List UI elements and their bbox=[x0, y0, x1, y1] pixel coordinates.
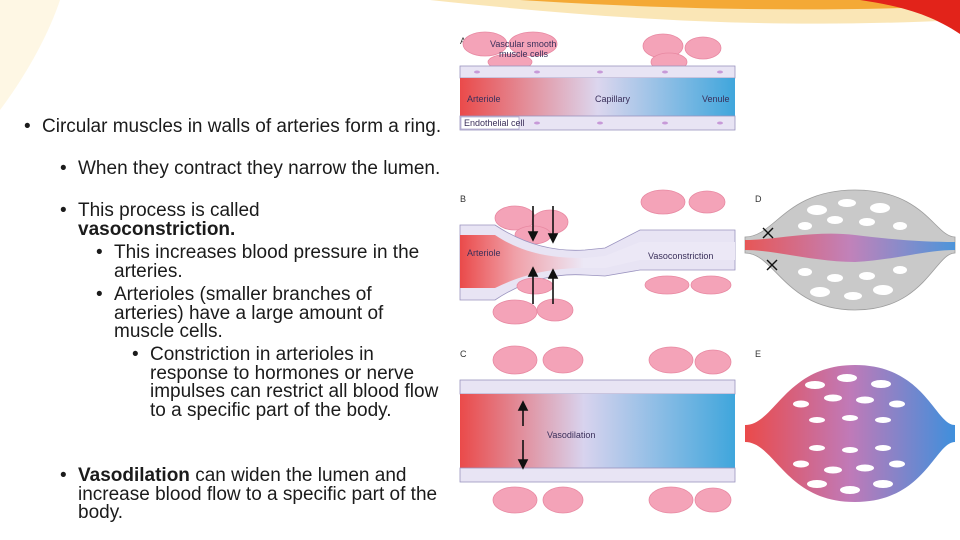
bullet-5: •Arterioles (smaller branches of arterie… bbox=[96, 284, 384, 342]
bullet-1: •Circular muscles in walls of arteries f… bbox=[24, 116, 442, 137]
bullet-3: •This process is called vasoconstriction… bbox=[60, 200, 260, 240]
panel-d-letter: D bbox=[755, 194, 762, 204]
venule-label: Venule bbox=[702, 94, 730, 104]
muscle-cells-top-c bbox=[492, 345, 732, 375]
muscle-cells-bottom-c bbox=[492, 486, 732, 514]
bullet-list: •Circular muscles in walls of arteries f… bbox=[0, 0, 455, 540]
arteriole-label: Arteriole bbox=[467, 94, 501, 104]
panel-e: E bbox=[745, 349, 955, 502]
panel-b-letter: B bbox=[460, 194, 466, 204]
vasoconstriction-label: Vasoconstriction bbox=[648, 251, 713, 261]
capillary-label: Capillary bbox=[595, 94, 631, 104]
bullet-6: •Constriction in arterioles in response … bbox=[132, 344, 439, 421]
dilation-arrows bbox=[517, 400, 529, 470]
bullet-4: •This increases blood pressure in the ar… bbox=[96, 242, 420, 282]
panel-c-letter: C bbox=[460, 349, 467, 359]
bullet-7: •Vasodilation can widen the lumen and in… bbox=[60, 465, 438, 523]
panel-c: C Vasodilation bbox=[459, 345, 736, 514]
muscle-cells-bottom-b bbox=[492, 275, 732, 325]
panel-b: B Arteriole Vasoconstriction bbox=[459, 189, 736, 325]
vessel-lumen-c bbox=[460, 394, 735, 468]
panel-e-letter: E bbox=[755, 349, 761, 359]
arteriole-label-b: Arteriole bbox=[467, 248, 501, 258]
vessel-lumen-a bbox=[460, 78, 735, 116]
network-holes-e bbox=[793, 374, 905, 494]
constriction-arrows bbox=[527, 206, 559, 304]
panel-d: D bbox=[744, 189, 956, 311]
endothelial-label: Endothelial cell bbox=[464, 118, 525, 128]
network-holes-d bbox=[798, 199, 907, 300]
bullet-2: •When they contract they narrow the lume… bbox=[60, 158, 441, 179]
panel-a-letter: A bbox=[460, 36, 466, 46]
constricted-network-flow bbox=[745, 233, 955, 262]
vasodilation-label: Vasodilation bbox=[547, 430, 595, 440]
dilated-network bbox=[745, 365, 955, 502]
constriction-marks bbox=[762, 227, 778, 271]
